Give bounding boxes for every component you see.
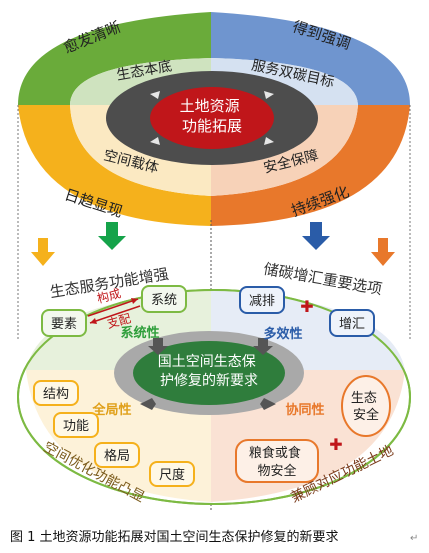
arrow-gold [31, 238, 55, 266]
compose-label: 构成 [95, 285, 122, 306]
center-title-line1: 土地资源 [180, 97, 240, 115]
system-box [141, 285, 187, 313]
center-ellipse [150, 87, 274, 149]
scale-box [149, 461, 195, 487]
arrow-from-overall [140, 398, 156, 410]
ring-arrows [150, 91, 274, 145]
eco-safety-line1: 生态 [351, 391, 377, 406]
center-arrows [140, 338, 276, 410]
element-label: 要素 [51, 317, 77, 332]
band-top-right [211, 12, 410, 105]
ring-arrow-tr [264, 91, 274, 99]
arrow-green [98, 222, 126, 250]
scale-label: 尺度 [159, 467, 185, 483]
arrow-blue [302, 222, 330, 250]
caption-return-icon: ↵ [410, 533, 418, 544]
center-title-line2: 功能拓展 [182, 117, 242, 135]
pattern-box [94, 442, 140, 468]
ring-arrow-tl [150, 91, 160, 99]
eco-safety-box [341, 375, 391, 437]
figure-caption: 图 1 土地资源功能拓展对国土空间生态保护修复的新要求 [10, 529, 339, 545]
bottom-ellipse-outline [17, 289, 411, 505]
arrow-from-multi [253, 338, 273, 355]
systematic-label: 系统性 [120, 325, 159, 341]
band-bottom-left [18, 105, 211, 226]
pattern-label: 格局 [104, 448, 130, 464]
compose-arrow-head [131, 298, 138, 304]
structure-label: 结构 [43, 387, 69, 402]
coordination-label: 协同性 [285, 402, 324, 418]
dominate-label: 支配 [106, 311, 133, 331]
sink-box [329, 309, 375, 337]
bottom-center-title-line1: 国土空间生态保 [158, 354, 256, 370]
band-top-left [18, 12, 211, 105]
food-safety-line1: 粮食或食 [249, 445, 301, 461]
arrow-from-coordination [260, 398, 276, 410]
band-bottom-right [211, 105, 410, 226]
eco-safety-line2: 安全 [353, 407, 379, 423]
sink-label: 增汇 [339, 317, 365, 332]
plus-red-top: ✚ [300, 297, 313, 316]
dominate-arrow [89, 305, 141, 324]
multi-effect-label: 多效性 [263, 326, 302, 342]
ring-arrow-bl [150, 137, 160, 145]
food-safety-label: 粮食或食 物安全 [249, 445, 305, 479]
bottom-center-title-line2: 护修复的新要求 [160, 372, 258, 389]
compose-arrow [87, 298, 139, 317]
function-box [53, 412, 99, 438]
arrow-orange [371, 238, 395, 266]
bottom-center-ellipse [133, 341, 285, 405]
down-arrows [31, 222, 395, 266]
reduce-label: 减排 [249, 294, 275, 309]
structure-box [33, 380, 79, 406]
arrow-from-systematic [148, 338, 168, 355]
food-safety-line2: 物安全 [257, 463, 296, 479]
element-box [41, 309, 87, 337]
eco-safety-label: 生态 安全 [351, 391, 381, 423]
system-label: 系统 [151, 293, 177, 308]
dominate-arrow-head [90, 318, 97, 324]
reduce-box [239, 286, 285, 314]
bottom-center-title: 国土空间生态保 护修复的新要求 [158, 354, 260, 389]
plus-red-bottom: ✚ [329, 435, 342, 454]
food-safety-box [235, 439, 319, 483]
center-title: 土地资源 功能拓展 [180, 97, 245, 135]
overall-label: 全局性 [91, 402, 131, 418]
function-label: 功能 [63, 419, 89, 434]
ring-arrow-br [264, 137, 274, 145]
